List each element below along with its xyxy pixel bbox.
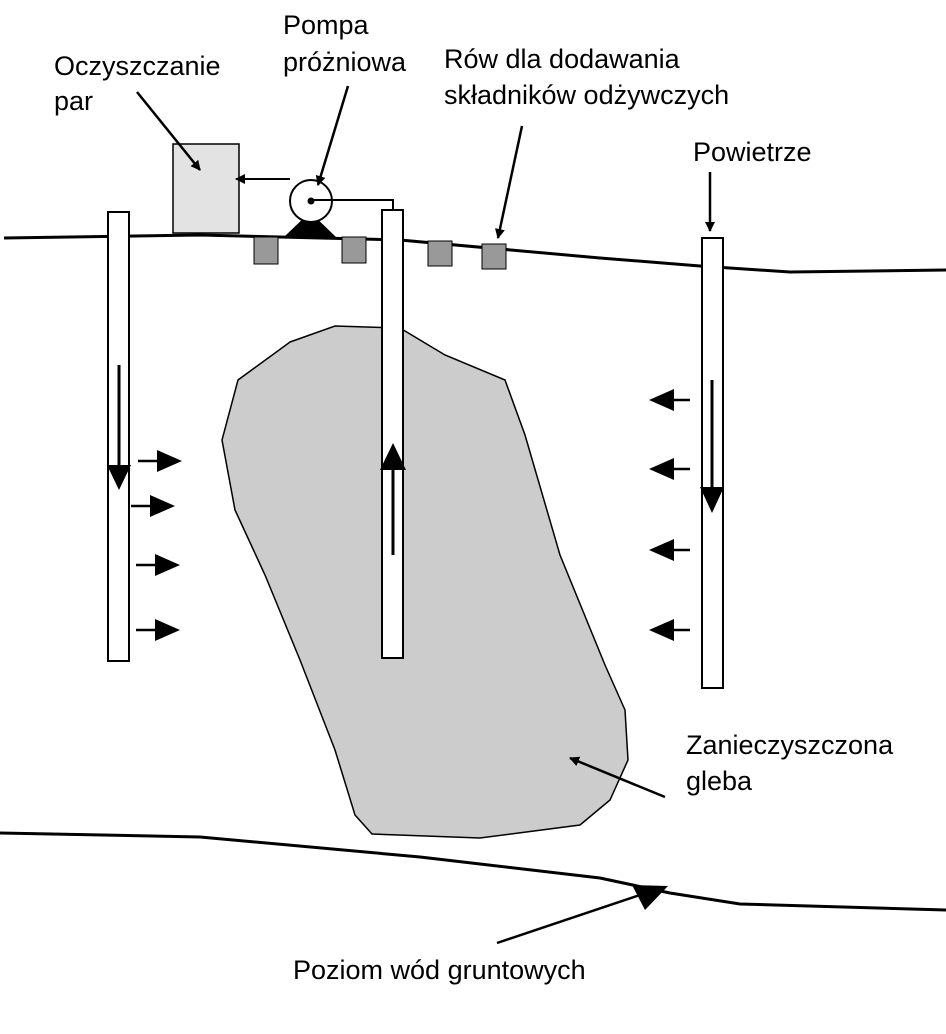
right-well-down-arrowhead	[700, 487, 724, 513]
nutrient-trench-label-line1: Rów dla dodawania	[444, 44, 681, 74]
vapor-treatment-unit	[172, 143, 240, 234]
well-flow-arrows	[107, 365, 724, 555]
trench	[341, 236, 367, 264]
vacuum-pump-label: Pompa próżniowa	[283, 10, 407, 77]
lateral-arrowhead	[649, 389, 674, 411]
left-lateral-arrows	[131, 450, 182, 641]
vacuum-pump-label-line2: próżniowa	[283, 47, 407, 77]
groundwater-level-label: Poziom wód gruntowych	[293, 955, 586, 985]
contaminated-soil-plume	[221, 325, 629, 839]
vapor-treatment-label: Oczyszczanie par	[54, 51, 228, 116]
center-extraction-well	[381, 209, 404, 659]
trench	[253, 236, 279, 265]
lateral-arrowhead	[155, 554, 180, 576]
trench	[481, 243, 507, 270]
vacuum-pump-label-line1: Pompa	[283, 10, 370, 40]
leader-groundwater-level	[496, 893, 641, 945]
pipe-well-to-pump	[311, 199, 394, 210]
nutrient-trench-label-line2: składników odżywczych	[444, 80, 729, 110]
trench	[427, 240, 453, 267]
leader-groundwater-arrowhead	[632, 885, 668, 910]
contaminated-soil-label-line2: gleba	[686, 766, 753, 796]
center-well-up-arrowhead	[380, 443, 406, 470]
ground-surface-line	[3, 233, 946, 274]
vapor-treatment-label-line2: par	[54, 86, 93, 116]
label-leaders	[136, 85, 715, 799]
piping	[235, 174, 394, 210]
lateral-arrowhead	[649, 458, 674, 480]
air-label: Powietrze	[693, 137, 812, 167]
nutrient-trench-label: Rów dla dodawania składników odżywczych	[444, 44, 729, 110]
lateral-arrowhead	[155, 619, 180, 641]
contaminated-soil-label: Zanieczyszczona gleba	[686, 730, 901, 796]
nutrient-trenches	[253, 236, 507, 270]
left-well-down-arrowhead	[107, 465, 131, 490]
right-lateral-arrows	[649, 389, 690, 641]
leader-nutrient-trench	[494, 125, 524, 239]
leader-contaminated-soil	[569, 756, 666, 799]
groundwater-level-line	[0, 831, 946, 912]
contaminated-soil-label-line1: Zanieczyszczona	[686, 730, 894, 760]
pump-base	[284, 212, 336, 237]
vacuum-pump	[284, 179, 336, 237]
leader-vapor-treatment	[136, 91, 201, 171]
leader-vacuum-pump	[315, 85, 350, 186]
lateral-arrowhead	[157, 450, 182, 472]
lateral-arrowhead	[649, 539, 674, 561]
lateral-arrowhead	[150, 495, 175, 517]
lateral-arrowhead	[649, 619, 674, 641]
vapor-treatment-label-line1: Oczyszczanie	[54, 51, 221, 81]
